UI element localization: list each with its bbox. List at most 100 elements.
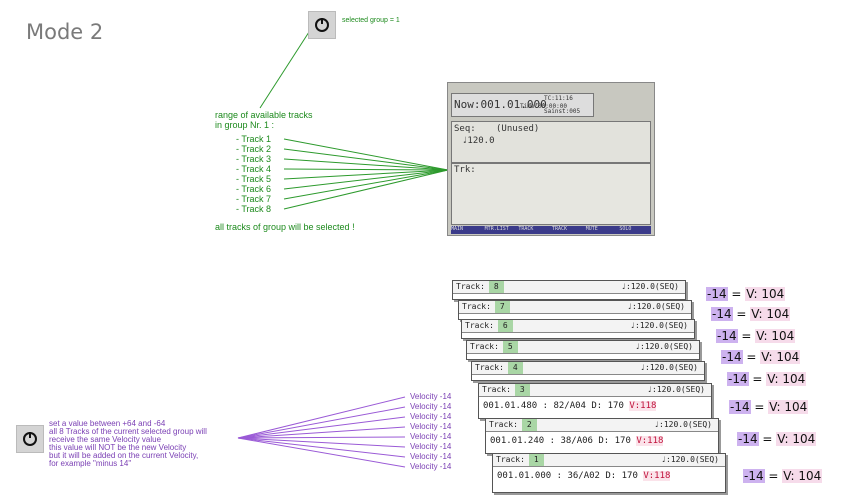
lcd-screen: Now:001.01.000 TC:11:16 Time:00:00:00 Sa…: [447, 82, 655, 236]
result-equals: =: [750, 400, 769, 414]
instruction-line: receive the same Velocity value: [49, 435, 162, 444]
mode-title: Mode 2: [26, 20, 104, 44]
velocity-label: Velocity -14: [410, 402, 452, 411]
result-velocity: V: 104: [750, 307, 791, 321]
track-item: - Track 5: [236, 174, 272, 184]
result-offset: -14: [711, 307, 733, 321]
instruction-line: all 8 Tracks of the current selected gro…: [49, 427, 207, 436]
panel-label: Track:: [482, 385, 511, 394]
event-position: 001.01.240: [490, 436, 545, 446]
track-item: - Track 4: [236, 164, 272, 174]
panel-tempo: ♩:120.0(SEQ): [640, 363, 698, 372]
lcd-tab: MUTE: [585, 226, 598, 232]
result-equals: =: [748, 372, 767, 386]
lcd-tab: SOLO: [619, 226, 632, 232]
track-panel-5: Track:5♩:120.0(SEQ): [466, 340, 700, 360]
selected-group-label: selected group = 1: [342, 17, 400, 24]
event-duration: 170: [614, 436, 631, 446]
panel-tempo: ♩:120.0(SEQ): [661, 455, 719, 464]
all-selected-note: all tracks of group will be selected !: [215, 222, 355, 232]
result-equals: =: [764, 469, 783, 483]
track-panel-1: Track:1♩:120.0(SEQ) 001.01.000 : 36/A02 …: [492, 453, 726, 493]
panel-tempo: ♩:120.0(SEQ): [621, 282, 679, 291]
track-panel-3: Track:3♩:120.0(SEQ) 001.01.480 : 82/A04 …: [478, 383, 712, 419]
velocity-label: Velocity -14: [410, 442, 452, 451]
velocity-knob[interactable]: [16, 425, 44, 453]
lcd-tab: MAIN: [451, 226, 464, 232]
trk-label: Trk:: [454, 165, 476, 175]
result-velocity: V: 104: [766, 372, 807, 386]
track-item: - Track 1: [236, 134, 272, 144]
result-offset: -14: [737, 432, 759, 446]
panel-label: Track:: [462, 302, 491, 311]
result-label: -14 = V: 104: [727, 372, 807, 386]
event-note: : 36/A02 D:: [556, 471, 617, 481]
result-velocity: V: 104: [782, 469, 823, 483]
result-velocity: V: 104: [760, 350, 801, 364]
event-velocity: V:118: [643, 471, 671, 481]
instructions: set a value between +64 and -64 all 8 Tr…: [49, 420, 207, 468]
result-velocity: V: 104: [768, 400, 809, 414]
lcd-tab: MTR.LIST: [484, 226, 509, 232]
result-velocity: V: 104: [745, 287, 786, 301]
track-item: - Track 2: [236, 144, 272, 154]
instruction-line: but it will be added on the current Velo…: [49, 451, 199, 460]
panel-track-number: 8: [488, 281, 504, 293]
panel-label: Track:: [456, 282, 485, 291]
instruction-line: this value will NOT be the new Velocity: [49, 443, 187, 452]
range-text-2: in group Nr. 1 :: [215, 120, 275, 130]
panel-label: Track:: [475, 363, 504, 372]
event-velocity: V:118: [629, 401, 657, 411]
lcd-tempo: ♩120.0: [462, 136, 495, 146]
panel-tempo: ♩:120.0(SEQ): [630, 321, 688, 330]
group-select-knob[interactable]: [308, 11, 336, 39]
result-label: -14 = V: 104: [711, 307, 791, 321]
panel-track-number: 6: [497, 320, 513, 332]
result-offset: -14: [721, 350, 743, 364]
track-item: - Track 7: [236, 194, 272, 204]
instruction-line: for example "minus 14": [49, 459, 132, 468]
event-note: : 38/A06 D:: [549, 436, 610, 446]
track-list: - Track 1 - Track 2 - Track 3 - Track 4 …: [236, 134, 271, 214]
result-offset: -14: [716, 329, 738, 343]
result-offset: -14: [706, 287, 728, 301]
result-equals: =: [727, 287, 746, 301]
panel-track-number: 2: [521, 419, 537, 431]
result-velocity: V: 104: [755, 329, 796, 343]
lcd-tab: TRACK: [552, 226, 568, 232]
panel-label: Track:: [470, 342, 499, 351]
panel-track-number: 3: [514, 384, 530, 396]
panel-track-number: 1: [528, 454, 544, 466]
instruction-line: set a value between +64 and -64: [49, 419, 166, 428]
event-duration: 170: [607, 401, 624, 411]
result-equals: =: [758, 432, 777, 446]
event-position: 001.01.480: [483, 401, 538, 411]
result-equals: =: [742, 350, 761, 364]
panel-track-number: 5: [502, 341, 518, 353]
velocity-label: Velocity -14: [410, 452, 452, 461]
event-position: 001.01.000: [497, 471, 552, 481]
panel-label: Track:: [465, 321, 494, 330]
track-panel-8: Track:8 ♩:120.0(SEQ): [452, 280, 686, 300]
event-duration: 170: [621, 471, 638, 481]
sainst: Sainst:005: [544, 108, 581, 115]
panel-tempo: ♩:120.0(SEQ): [627, 302, 685, 311]
panel-tempo: ♩:120.0(SEQ): [654, 420, 712, 429]
event-note: : 82/A04 D:: [542, 401, 603, 411]
result-label: -14 = V: 104: [737, 432, 817, 446]
now-position: Now:001.01.000: [454, 98, 547, 111]
velocity-label: Velocity -14: [410, 422, 452, 431]
track-panel-2: Track:2♩:120.0(SEQ) 001.01.240 : 38/A06 …: [485, 418, 719, 454]
lcd-tab: TRACK: [518, 226, 534, 232]
velocity-label: Velocity -14: [410, 412, 452, 421]
velocity-label: Velocity -14: [410, 432, 452, 441]
track-item: - Track 6: [236, 184, 272, 194]
knob-icon: [23, 432, 37, 446]
result-label: -14 = V: 104: [721, 350, 801, 364]
velocity-label-list: Velocity -14 Velocity -14 Velocity -14 V…: [410, 392, 451, 472]
result-label: -14 = V: 104: [729, 400, 809, 414]
velocity-label: Velocity -14: [410, 462, 452, 471]
result-equals: =: [732, 307, 751, 321]
track-panel-6: Track:6 ♩:120.0(SEQ): [461, 319, 695, 339]
